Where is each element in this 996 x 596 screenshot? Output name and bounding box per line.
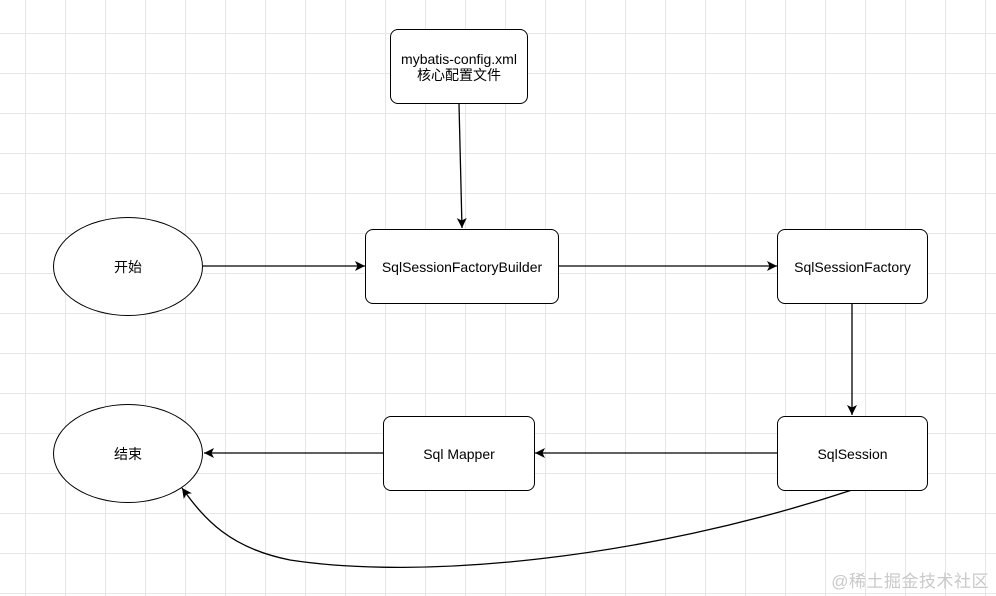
- factory-node-label: SqlSessionFactory: [794, 258, 911, 275]
- watermark: @稀土掘金技术社区: [831, 572, 989, 591]
- config-node-description: 核心配置文件: [417, 66, 501, 83]
- factory-node[interactable]: SqlSessionFactory: [777, 229, 928, 304]
- mapper-node[interactable]: Sql Mapper: [383, 416, 535, 491]
- config-node[interactable]: mybatis-config.xml 核心配置文件: [390, 29, 528, 104]
- start-node-label: 开始: [114, 258, 142, 275]
- edge-config-to-builder: [456, 103, 467, 229]
- builder-node[interactable]: SqlSessionFactoryBuilder: [365, 229, 559, 304]
- session-node-label: SqlSession: [817, 445, 888, 462]
- mapper-node-label: Sql Mapper: [423, 445, 495, 462]
- end-node-label: 结束: [114, 445, 142, 462]
- start-node[interactable]: 开始: [53, 217, 203, 316]
- edge-session-to-end: [181, 487, 853, 568]
- end-node[interactable]: 结束: [53, 404, 203, 503]
- session-node[interactable]: SqlSession: [777, 416, 928, 491]
- builder-node-label: SqlSessionFactoryBuilder: [381, 258, 543, 275]
- config-node-filename: mybatis-config.xml: [401, 50, 517, 67]
